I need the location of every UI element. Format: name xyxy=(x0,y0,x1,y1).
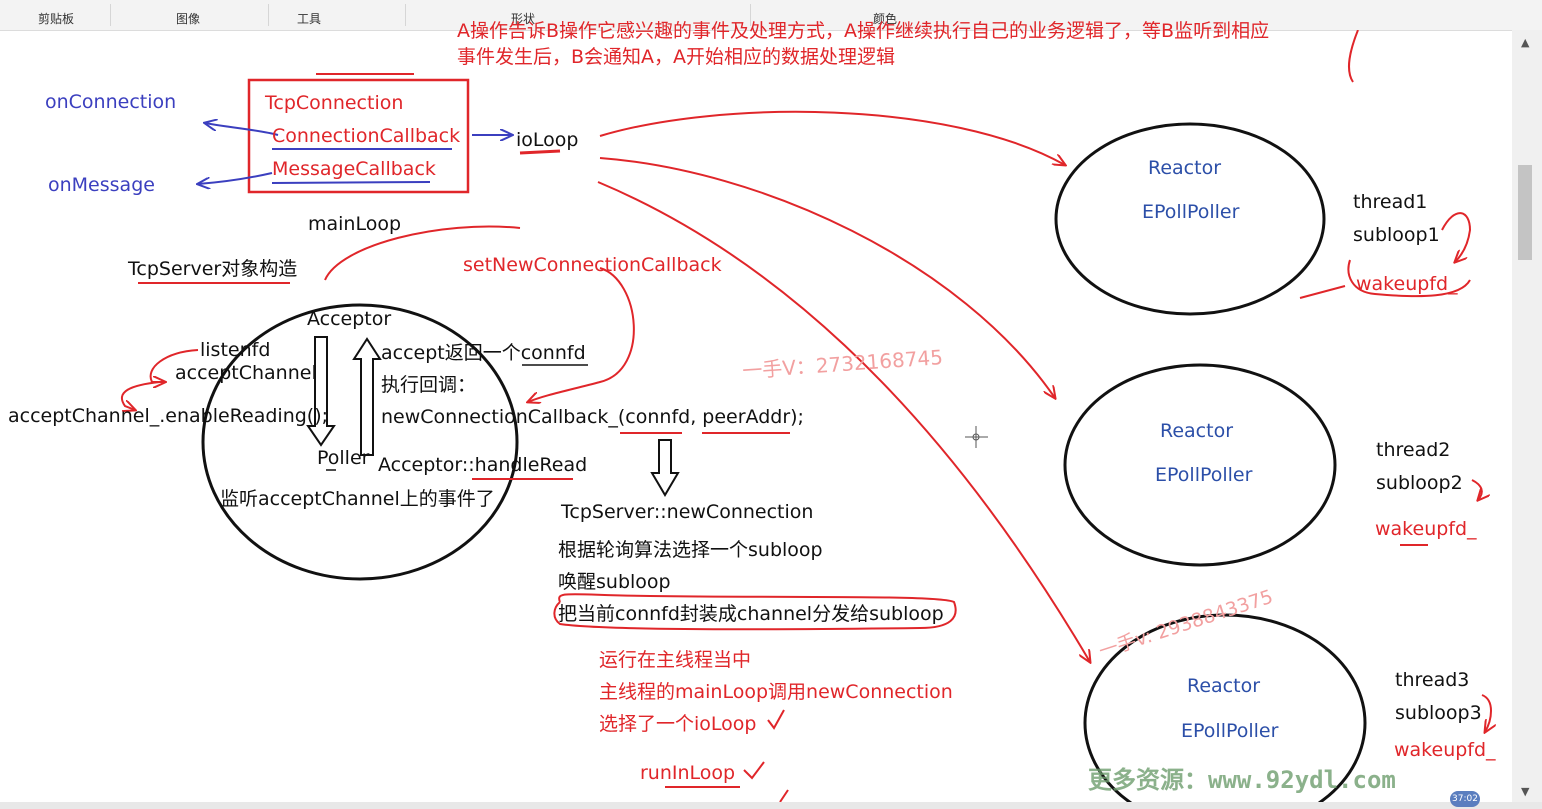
ribbon-separator xyxy=(405,4,406,26)
crosshair-cursor xyxy=(965,426,988,448)
subloop2-loop xyxy=(1471,479,1482,500)
step3-highlight xyxy=(553,593,957,631)
on-message-label: onMessage xyxy=(48,174,155,196)
listen-events-label: 监听acceptChannel上的事件了 xyxy=(220,488,495,510)
subloop3-loop xyxy=(1481,694,1491,732)
new-connection-title: TcpServer::newConnection xyxy=(561,501,814,523)
note-mainloop-calls: 主线程的mainLoop调用newConnection xyxy=(599,681,953,703)
reactor2-label: Reactor xyxy=(1160,420,1234,442)
acceptor-label: Acceptor xyxy=(307,308,392,330)
wakeupfd3-label: wakeupfd_ xyxy=(1394,739,1496,761)
on-connection-label: onConnection xyxy=(45,91,177,113)
new-connection-step3: 把当前connfd封装成channel分发给subloop xyxy=(558,603,944,625)
enable-reading-label: acceptChannel_.enableReading(); xyxy=(8,405,329,427)
listenfd-label: listenfd xyxy=(200,339,271,361)
tcpconnection-title: TcpConnection xyxy=(265,92,404,114)
new-connection-step2: 唤醒subloop xyxy=(558,571,671,593)
wakeup1-tail xyxy=(1299,285,1346,299)
wakeup1-highlight xyxy=(1347,259,1471,298)
set-callback-curve xyxy=(528,267,635,402)
wakeupfd1-label: wakeupfd_ xyxy=(1356,273,1458,295)
paint-ribbon: 剪贴板 图像 工具 形状 颜色 xyxy=(0,0,1542,31)
ribbon-separator xyxy=(110,4,111,26)
new-connection-step1: 根据轮询算法选择一个subloop xyxy=(558,539,823,561)
connection-callback-label: ConnectionCallback xyxy=(272,125,461,147)
acceptchannel-mark xyxy=(121,381,161,410)
horizontal-scrollbar[interactable] xyxy=(0,802,1542,809)
reactor1-label: Reactor xyxy=(1148,157,1222,179)
scroll-down-icon[interactable]: ▼ xyxy=(1521,785,1530,798)
subloop1-loop xyxy=(1441,212,1472,262)
handle-read-label: Acceptor::handleRead xyxy=(378,454,588,476)
top-text-line2: 事件发生后，B会通知A，A开始相应的数据处理逻辑 xyxy=(457,46,896,68)
ribbon-image[interactable]: 图像 xyxy=(176,12,201,26)
vertical-scrollbar[interactable]: ▲ ▼ xyxy=(1512,30,1542,802)
underline xyxy=(271,181,431,184)
subloop2-label: subloop2 xyxy=(1376,472,1463,494)
up-hollow-arrow xyxy=(352,337,382,456)
vertical-scroll-thumb[interactable] xyxy=(1518,165,1532,260)
ribbon-separator xyxy=(750,4,751,26)
set-new-connection-callback-label: setNewConnectionCallback xyxy=(463,254,722,276)
note-select-ioloop: 选择了一个ioLoop xyxy=(599,713,757,735)
subloop1-label: subloop1 xyxy=(1353,224,1440,246)
down-hollow-arrow xyxy=(306,336,336,447)
down-hollow-arrow-2 xyxy=(650,439,680,497)
reactor3-label: Reactor xyxy=(1187,675,1261,697)
ioloop-label: ioLoop xyxy=(516,129,579,151)
note-main-thread: 运行在主线程当中 xyxy=(599,649,752,671)
mainloop-curve xyxy=(324,225,521,281)
diagram-strokes xyxy=(121,30,1512,802)
check-mark xyxy=(779,789,789,802)
message-callback-label: MessageCallback xyxy=(272,158,436,180)
reactor3-poller-label: EPollPoller xyxy=(1181,720,1279,742)
tcpconnection-box xyxy=(247,78,470,194)
reactor1-poller-label: EPollPoller xyxy=(1142,201,1240,223)
thread1-label: thread1 xyxy=(1353,191,1428,213)
ioloop-to-reactor1 xyxy=(599,110,1065,165)
main-circle xyxy=(201,303,519,581)
reactor1-circle xyxy=(1054,122,1326,316)
accept-channel-label: acceptChannel xyxy=(175,362,317,384)
subloop3-label: subloop3 xyxy=(1395,702,1482,724)
drawing-canvas[interactable]: A操作告诉B操作它感兴趣的事件及处理方式，A操作继续执行自己的业务逻辑了，等B监… xyxy=(0,22,1512,802)
connection-callback-arrow xyxy=(205,123,279,136)
ribbon-shapes[interactable]: 形状 xyxy=(511,12,536,26)
wakeupfd2-label: wakeupfd_ xyxy=(1375,518,1477,540)
reactor2-poller-label: EPollPoller xyxy=(1155,464,1253,486)
top-text-line1: A操作告诉B操作它感兴趣的事件及处理方式，A操作继续执行自己的业务逻辑了，等B监… xyxy=(457,20,1270,42)
accept-returns-label: accept返回一个connfd xyxy=(381,342,586,364)
ioloop-to-reactor2 xyxy=(599,157,1055,398)
new-connection-callback-label: newConnectionCallback_(connfd, peerAddr)… xyxy=(381,406,804,428)
watermark-site: 更多资源：www.92ydl.com xyxy=(1088,766,1396,794)
mainloop-label: mainLoop xyxy=(308,213,402,235)
top-right-mark xyxy=(1347,30,1359,83)
ioloop-to-reactor3 xyxy=(597,181,1090,662)
thread2-label: thread2 xyxy=(1376,439,1451,461)
check-mark xyxy=(767,709,785,730)
time-badge: 37:02 xyxy=(1450,791,1480,807)
reactor3-circle xyxy=(1083,613,1367,802)
ribbon-clipboard[interactable]: 剪贴板 xyxy=(38,12,75,26)
underline xyxy=(519,149,561,155)
ribbon-colors[interactable]: 颜色 xyxy=(873,12,898,26)
message-callback-arrow xyxy=(198,172,273,184)
tcpserver-construct-label: TcpServer对象构造 xyxy=(128,258,298,280)
exec-callback-label: 执行回调： xyxy=(381,374,477,396)
check-mark xyxy=(743,761,765,780)
thread3-label: thread3 xyxy=(1395,669,1470,691)
scroll-up-icon[interactable]: ▲ xyxy=(1521,36,1530,49)
ribbon-tools[interactable]: 工具 xyxy=(297,12,322,26)
ribbon-separator xyxy=(268,4,269,26)
reactor2-circle xyxy=(1063,363,1337,567)
run-in-loop-label: runInLoop xyxy=(640,762,736,784)
poller-label: Poller xyxy=(317,447,370,469)
